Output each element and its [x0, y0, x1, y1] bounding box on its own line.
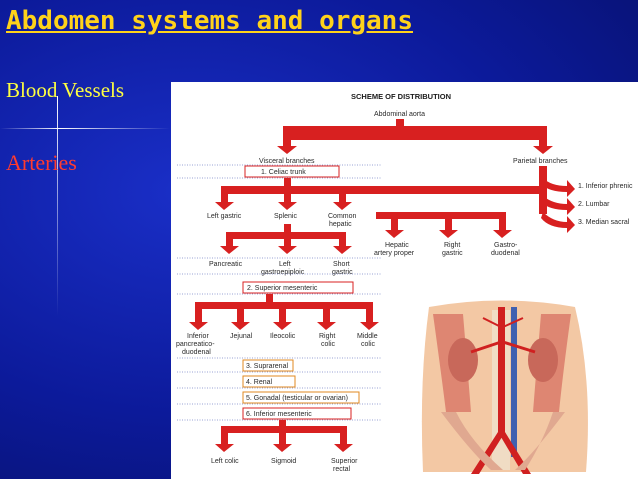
hepatic-arrows: [376, 212, 512, 238]
parietal-label: Parietal branches: [513, 158, 568, 165]
splenic-branch-pancreatic: Pancreatic: [209, 261, 243, 268]
root-label: Abdominal aorta: [374, 111, 425, 118]
celiac-branch-splenic: Splenic: [274, 213, 297, 220]
sma-branch-pancreatico: pancreatico-: [176, 341, 215, 348]
section-label: Arteries: [6, 150, 77, 175]
gonadal-box: [242, 391, 360, 404]
sma-branch-middle-colic: colic: [361, 341, 376, 348]
decor-line-vertical: [57, 96, 58, 316]
hepatic-branch-gastro: Gastro-: [494, 242, 518, 249]
ima-branch-sigmoid: Sigmoid: [271, 458, 296, 465]
renal-box: [242, 375, 296, 388]
suprarenal-box: [242, 359, 294, 372]
splenic-arrows: [220, 224, 352, 254]
celiac-branch-left-gastric: Left gastric: [207, 213, 242, 220]
parietal-branch-lumbar: 2. Lumbar: [578, 201, 610, 208]
superior-mesenteric-label: 2. Superior mesenteric: [247, 285, 318, 292]
suprarenal-label: 3. Suprarenal: [246, 363, 288, 370]
sma-arrows: [189, 294, 379, 330]
sma-branch-right-colic: colic: [321, 341, 336, 348]
celiac-label: 1. Celiac trunk: [261, 169, 306, 176]
splenic-branch-left: Left: [279, 261, 291, 268]
hepatic-branch-gastric: gastric: [442, 250, 463, 257]
decor-line-horizontal: [0, 128, 170, 129]
superior-mesenteric-box: [242, 281, 354, 294]
slide-title: Abdomen systems and organs: [6, 6, 413, 36]
sma-branch-jejunal: Jejunal: [230, 333, 253, 340]
renal-label: 4. Renal: [246, 379, 273, 386]
parietal-branch-median-sacral: 3. Median sacral: [578, 219, 630, 226]
ima-arrows: [215, 420, 353, 452]
distribution-diagram: SCHEME OF DISTRIBUTION Abdominal aorta V…: [176, 92, 633, 474]
celiac-arrows: [215, 178, 541, 210]
inferior-mesenteric-label: 6. Inferior mesenteric: [246, 411, 312, 418]
sma-branch-ileocolic: Ileocolic: [270, 333, 296, 340]
aorta-arrow: [277, 119, 553, 154]
splenic-branch-gastric: gastric: [332, 269, 353, 276]
distribution-scheme-panel: SCHEME OF DISTRIBUTION Abdominal aorta V…: [171, 82, 638, 479]
ima-branch-superior: Superior: [331, 458, 358, 465]
diagram-heading: SCHEME OF DISTRIBUTION: [351, 92, 451, 101]
splenic-branch-gastroepiploic: gastroepiploic: [261, 269, 305, 276]
abdomen-illustration: [421, 300, 588, 474]
sma-branch-inferior: Inferior: [187, 333, 209, 340]
gonadal-label: 5. Gonadal (testicular or ovarian): [246, 395, 348, 402]
hepatic-branch-artery-proper: artery proper: [374, 250, 415, 257]
celiac-branch-common: Common: [328, 213, 357, 220]
sma-branch-duodenal: duodenal: [182, 349, 211, 356]
slide-subtitle: Blood Vessels: [6, 78, 125, 102]
parietal-arrows: [539, 166, 575, 233]
visceral-label: Visceral branches: [259, 158, 315, 165]
celiac-branch-hepatic: hepatic: [329, 221, 352, 228]
ima-branch-rectal: rectal: [333, 466, 351, 473]
sma-branch-middle: Middle: [357, 333, 378, 340]
parietal-branch-phrenic: 1. Inferior phrenic: [578, 183, 633, 190]
ima-branch-left-colic: Left colic: [211, 458, 239, 465]
hepatic-branch-hepatic: Hepatic: [385, 242, 409, 249]
inferior-mesenteric-box: [242, 407, 352, 420]
celiac-box: [244, 165, 340, 178]
splenic-branch-short: Short: [333, 261, 350, 268]
hepatic-branch-duodenal: duodenal: [491, 250, 520, 257]
hepatic-branch-right: Right: [444, 242, 460, 249]
sma-branch-right: Right: [319, 333, 335, 340]
